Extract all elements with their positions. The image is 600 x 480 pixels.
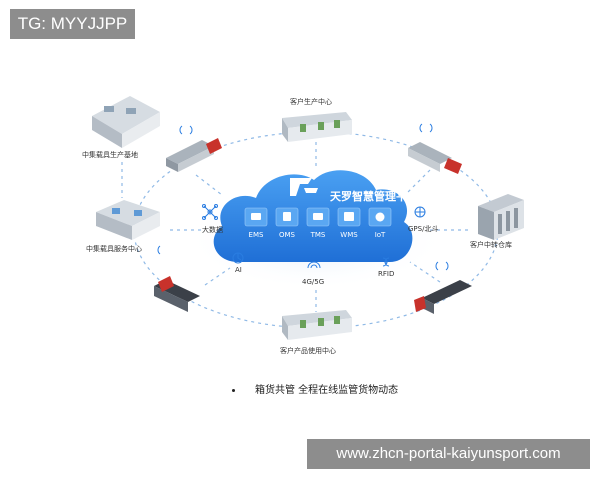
module-label-oms: OMS [279,231,296,239]
platform-cloud [213,170,413,262]
module-labels: EMS OMS TMS WMS IoT [249,231,386,239]
label-customer-usage-center: 客户产品使用中心 [280,347,336,355]
label-customer-production: 客户生产中心 [290,98,332,106]
facility-left-mid [96,200,160,240]
watermark-bottom: www.zhcn-portal-kaiyunsport.com [307,439,590,469]
caption-text: 箱货共管 全程在线监管货物动态 [255,385,399,396]
platform-title: 天罗智慧管理平台 [330,189,418,203]
bigdata-icon [202,204,218,220]
label-ai: AI [235,266,242,274]
module-label-tms: TMS [310,231,326,239]
module-label-ems: EMS [249,231,264,239]
truck-lower-right [414,280,472,314]
module-label-wms: WMS [340,231,358,239]
signal-icon [157,123,449,271]
truck-upper-right [408,142,462,174]
label-customer-transit-warehouse: 客户中转仓库 [470,241,512,249]
facility-bottom [282,310,352,340]
facility-left-top [92,96,160,148]
label-rfid: RFID [378,270,395,278]
gps-icon [414,206,426,218]
rfid-icon [382,257,390,267]
label-4g5g: 4G/5G [302,278,325,286]
ai-icon [232,252,244,264]
caption: 箱货共管 全程在线监管货物动态 [232,381,398,396]
facility-top [282,112,352,142]
module-label-iot: IoT [375,231,386,239]
facility-right-warehouse [478,194,524,240]
label-cimc-service-center: 中集载具服务中心 [86,245,142,253]
truck-lower-left [154,276,200,312]
label-cimc-production-base: 中集载具生产基地 [82,151,138,159]
label-bigdata: 大数据 [202,226,223,234]
label-gps: GPS/北斗 [408,225,439,233]
truck-upper-left [166,138,222,172]
bullet-icon [232,388,235,392]
watermark-top: TG: MYYJJPP [10,9,135,39]
